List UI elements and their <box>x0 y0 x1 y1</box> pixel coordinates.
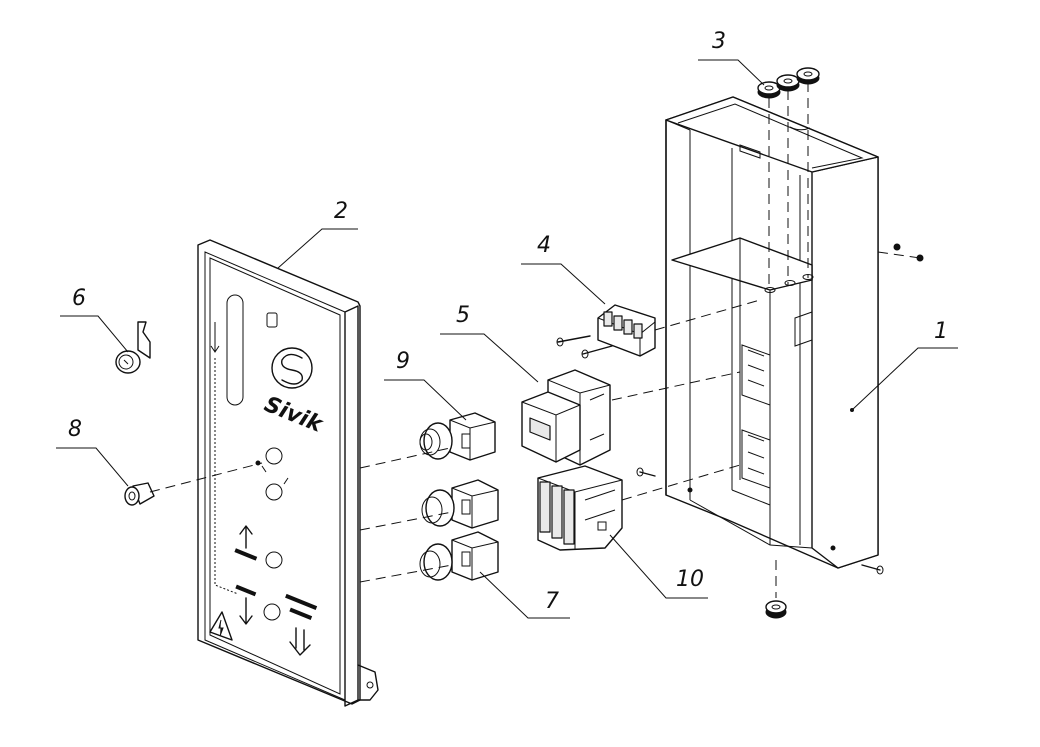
fasteners <box>636 243 924 575</box>
lock-latch <box>115 321 151 374</box>
push-button-bottom <box>419 531 499 581</box>
enclosure-box <box>665 96 879 569</box>
callout-5: 5 <box>456 303 470 328</box>
leader-lines <box>56 59 958 619</box>
terminal-block <box>556 304 656 359</box>
arrow-up-icon <box>239 525 253 549</box>
callout-3: 3 <box>712 29 726 54</box>
front-panel: Sivik <box>197 239 379 707</box>
double-arrow-down-icon <box>289 627 311 656</box>
push-button-middle <box>421 479 499 529</box>
callout-4: 4 <box>537 233 551 258</box>
warning-triangle-icon <box>209 611 233 641</box>
callout-labels: 1 2 3 4 5 6 7 8 9 10 <box>68 29 948 614</box>
push-button-top <box>419 412 496 461</box>
arrow-down-icon <box>239 597 253 625</box>
lamp-holder <box>124 482 155 506</box>
callout-1: 1 <box>934 319 948 344</box>
callout-9: 9 <box>396 349 410 374</box>
contactor <box>537 465 623 551</box>
circuit-breaker <box>521 369 611 466</box>
callout-6: 6 <box>72 286 86 311</box>
grommet-bottom <box>765 600 787 619</box>
callout-10: 10 <box>676 567 704 592</box>
callout-7: 7 <box>545 589 559 614</box>
callout-8: 8 <box>68 417 82 442</box>
callout-2: 2 <box>334 199 348 224</box>
brand-logo-icon <box>271 347 313 389</box>
assembly-axis-lines <box>149 82 921 598</box>
grommets-top <box>757 67 820 99</box>
